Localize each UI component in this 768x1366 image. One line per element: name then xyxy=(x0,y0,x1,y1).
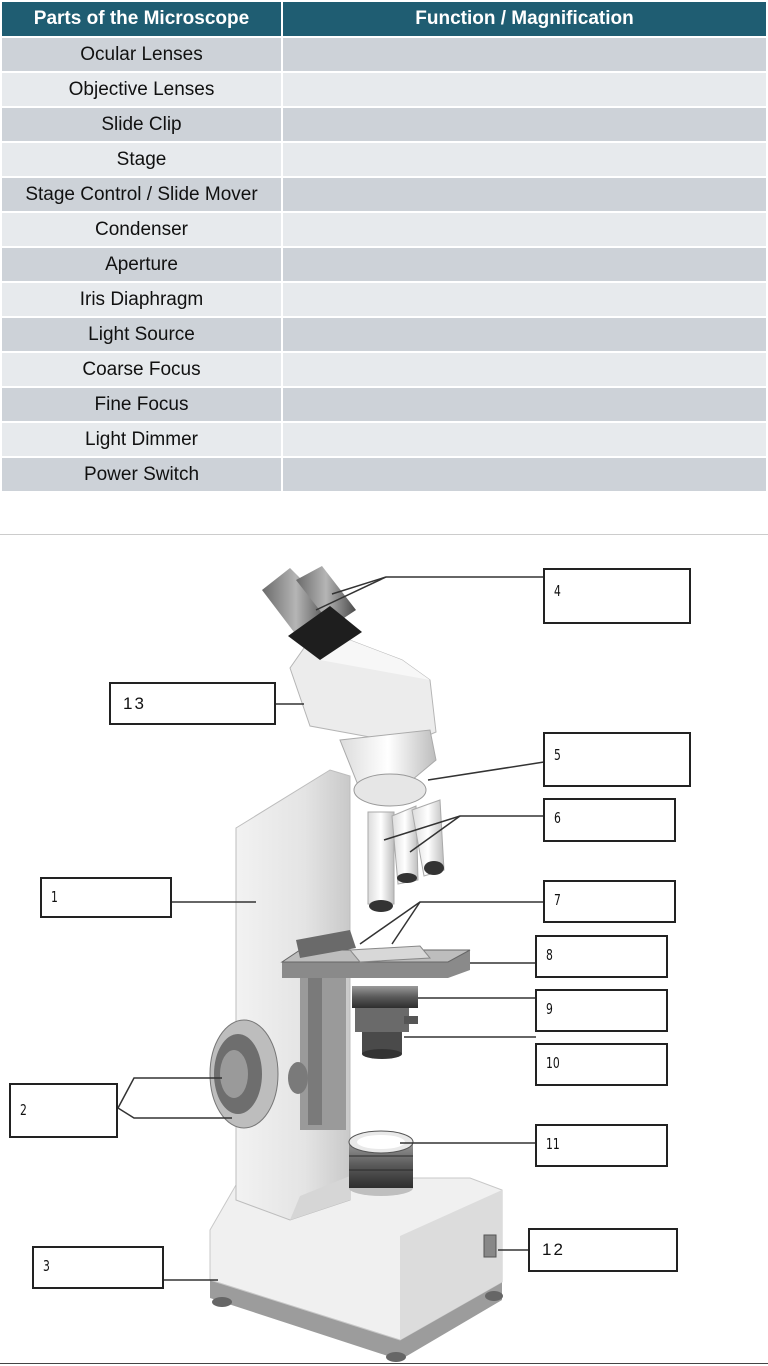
function-answer-cell[interactable] xyxy=(282,176,766,212)
table-row: Stage Control / Slide Mover xyxy=(2,176,766,212)
function-answer-cell[interactable] xyxy=(282,141,766,177)
part-name-cell: Slide Clip xyxy=(2,106,283,142)
table-row: Iris Diaphragm xyxy=(2,281,766,317)
function-answer-cell[interactable] xyxy=(282,246,766,282)
part-name-cell: Light Source xyxy=(2,316,283,352)
part-name-cell: Power Switch xyxy=(2,456,283,491)
part-name-cell: Aperture xyxy=(2,246,283,282)
label-number: 6 xyxy=(554,809,561,827)
leader-lines xyxy=(117,576,545,1281)
label-box-2[interactable]: 2 xyxy=(9,1083,118,1138)
label-box-11[interactable]: 11 xyxy=(535,1124,668,1167)
table-row: Aperture xyxy=(2,246,766,282)
function-answer-cell[interactable] xyxy=(282,281,766,317)
parts-table: Parts of the Microscope Function / Magni… xyxy=(2,2,766,491)
column-header-function: Function / Magnification xyxy=(282,2,766,37)
focus-knobs xyxy=(209,1019,308,1129)
stage-support xyxy=(300,970,346,1130)
function-answer-cell[interactable] xyxy=(282,36,766,72)
part-name-cell: Objective Lenses xyxy=(2,71,283,107)
label-number: 3 xyxy=(43,1257,50,1275)
label-number: 8 xyxy=(546,946,553,964)
part-name-cell: Fine Focus xyxy=(2,386,283,422)
microscope-diagram: 1 2 3 4 5 6 7 8 9 10 11 12 13 xyxy=(0,536,768,1364)
label-number: 7 xyxy=(554,891,561,909)
label-box-13[interactable]: 13 xyxy=(109,682,276,725)
label-number: 4 xyxy=(554,582,561,600)
column-header-parts: Parts of the Microscope xyxy=(2,2,283,37)
label-box-8[interactable]: 8 xyxy=(535,935,668,978)
function-answer-cell[interactable] xyxy=(282,351,766,387)
microscope-illustration xyxy=(117,566,545,1362)
label-number: 9 xyxy=(546,1000,553,1018)
table-row: Fine Focus xyxy=(2,386,766,422)
label-box-12[interactable]: 12 xyxy=(528,1228,678,1272)
section-divider xyxy=(0,534,768,535)
power-switch xyxy=(483,1234,497,1258)
bottom-rule xyxy=(0,1363,768,1364)
function-answer-cell[interactable] xyxy=(282,421,766,457)
table-row: Condenser xyxy=(2,211,766,247)
eyepieces xyxy=(262,566,362,660)
part-name-cell: Light Dimmer xyxy=(2,421,283,457)
function-answer-cell[interactable] xyxy=(282,211,766,247)
function-answer-cell[interactable] xyxy=(282,71,766,107)
label-box-5[interactable]: 5 xyxy=(543,732,691,787)
label-box-3[interactable]: 3 xyxy=(32,1246,164,1289)
label-box-10[interactable]: 10 xyxy=(535,1043,668,1086)
label-box-9[interactable]: 9 xyxy=(535,989,668,1032)
part-name-cell: Iris Diaphragm xyxy=(2,281,283,317)
microscope-head xyxy=(289,627,437,791)
part-name-cell: Coarse Focus xyxy=(2,351,283,387)
table-row: Light Dimmer xyxy=(2,421,766,457)
table-row: Slide Clip xyxy=(2,106,766,142)
label-box-6[interactable]: 6 xyxy=(543,798,676,842)
label-box-1[interactable]: 1 xyxy=(40,877,172,918)
light-source xyxy=(348,1130,414,1196)
table-row: Objective Lenses xyxy=(2,71,766,107)
label-number: 13 xyxy=(123,694,146,713)
label-number: 12 xyxy=(542,1240,565,1259)
label-box-7[interactable]: 7 xyxy=(543,880,676,923)
stage xyxy=(280,930,471,978)
table-row: Power Switch xyxy=(2,456,766,491)
function-answer-cell[interactable] xyxy=(282,456,766,491)
part-name-cell: Condenser xyxy=(2,211,283,247)
label-number: 1 xyxy=(51,888,58,906)
part-name-cell: Stage xyxy=(2,141,283,177)
label-number: 11 xyxy=(546,1135,560,1153)
condenser xyxy=(352,986,418,1059)
label-box-4[interactable]: 4 xyxy=(543,568,691,624)
label-number: 10 xyxy=(546,1054,560,1072)
label-number: 2 xyxy=(20,1101,27,1119)
objectives xyxy=(353,773,445,912)
function-answer-cell[interactable] xyxy=(282,316,766,352)
table-row: Coarse Focus xyxy=(2,351,766,387)
table-header-row: Parts of the Microscope Function / Magni… xyxy=(2,2,766,37)
function-answer-cell[interactable] xyxy=(282,386,766,422)
base-plate xyxy=(209,1177,503,1362)
table-row: Stage xyxy=(2,141,766,177)
table-row: Ocular Lenses xyxy=(2,36,766,72)
function-answer-cell[interactable] xyxy=(282,106,766,142)
label-number: 5 xyxy=(554,746,561,764)
part-name-cell: Ocular Lenses xyxy=(2,36,283,72)
part-name-cell: Stage Control / Slide Mover xyxy=(2,176,283,212)
table-row: Light Source xyxy=(2,316,766,352)
